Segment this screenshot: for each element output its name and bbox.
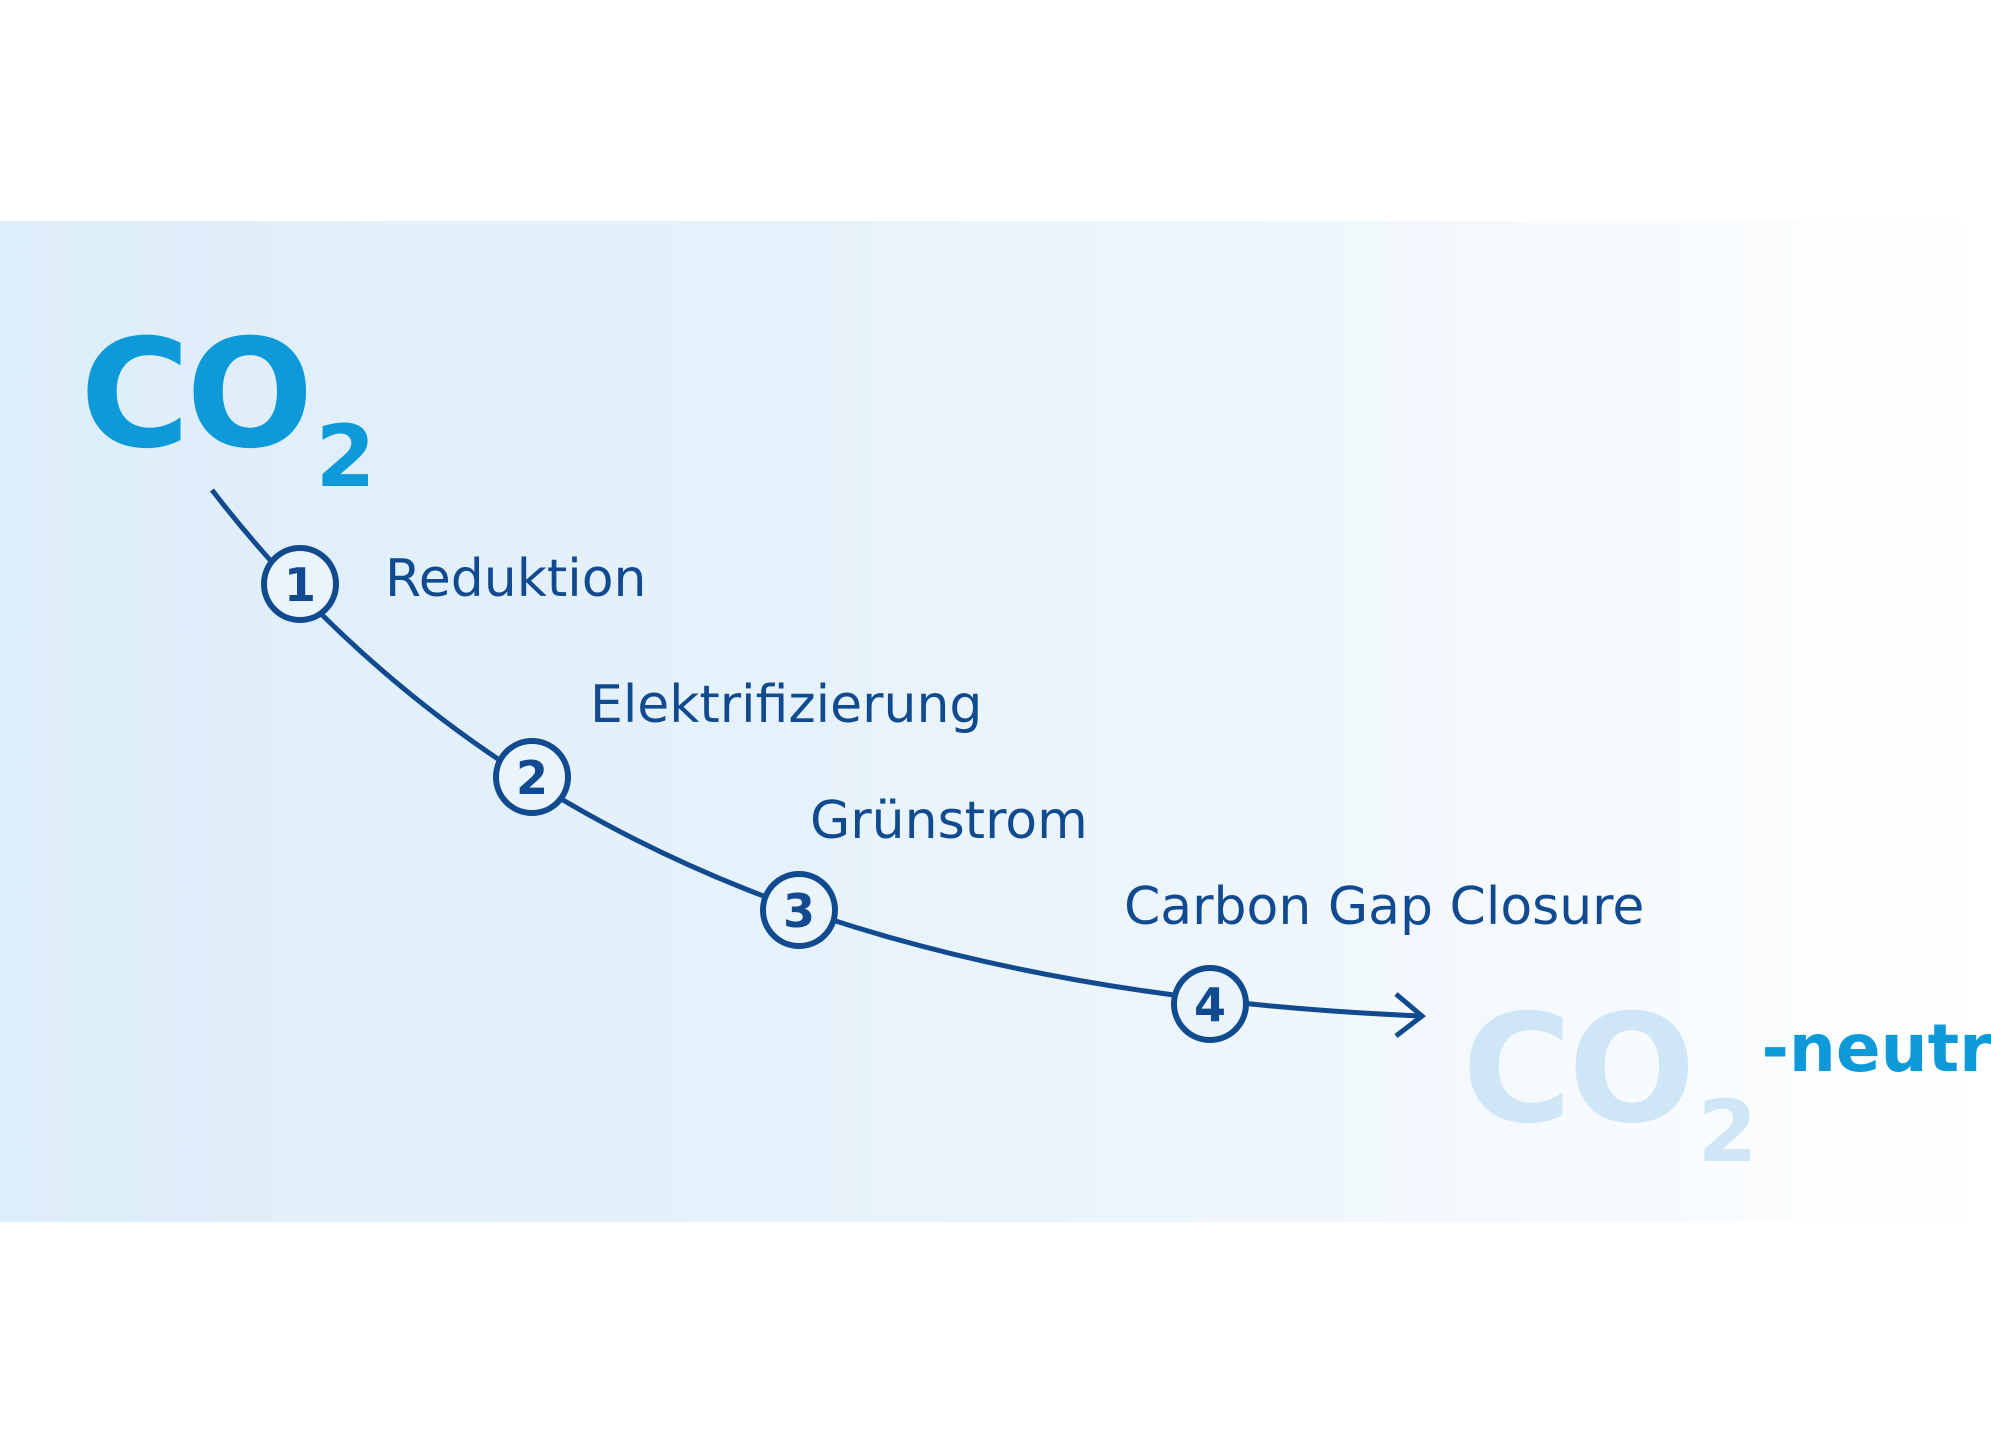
co2-neutral-label: CO2-neutral — [1462, 983, 1991, 1175]
step-1-number: 1 — [284, 558, 316, 612]
step-3-label: Grünstrom — [810, 791, 1088, 851]
step-1-circle — [261, 545, 339, 623]
step-3-number: 3 — [783, 884, 815, 938]
step-3: 3 Grünstrom — [760, 791, 1088, 949]
co2-end-main: CO — [1462, 983, 1696, 1157]
step-4-number: 4 — [1194, 978, 1226, 1032]
co2-start-label: CO2 — [80, 308, 375, 500]
step-2-circle — [493, 738, 571, 816]
step-1-label: Reduktion — [385, 549, 646, 609]
step-1: 1 Reduktion — [261, 545, 646, 623]
background-band — [0, 221, 1991, 1222]
step-2: 2 Elektrifizierung — [493, 675, 982, 816]
step-3-circle — [760, 871, 838, 949]
step-4: 4 Carbon Gap Closure — [1124, 877, 1644, 1043]
step-4-circle — [1171, 965, 1249, 1043]
co2-start-main: CO — [80, 308, 314, 482]
step-4-label: Carbon Gap Closure — [1124, 877, 1644, 937]
step-2-number: 2 — [516, 751, 548, 805]
co2-start-subscript: 2 — [315, 407, 376, 507]
arrow-head — [1394, 992, 1426, 1038]
step-2-label: Elektrifizierung — [590, 675, 982, 735]
co2-end-subscript: 2 — [1697, 1082, 1758, 1182]
co2-neutral-suffix: -neutral — [1761, 1010, 1991, 1087]
